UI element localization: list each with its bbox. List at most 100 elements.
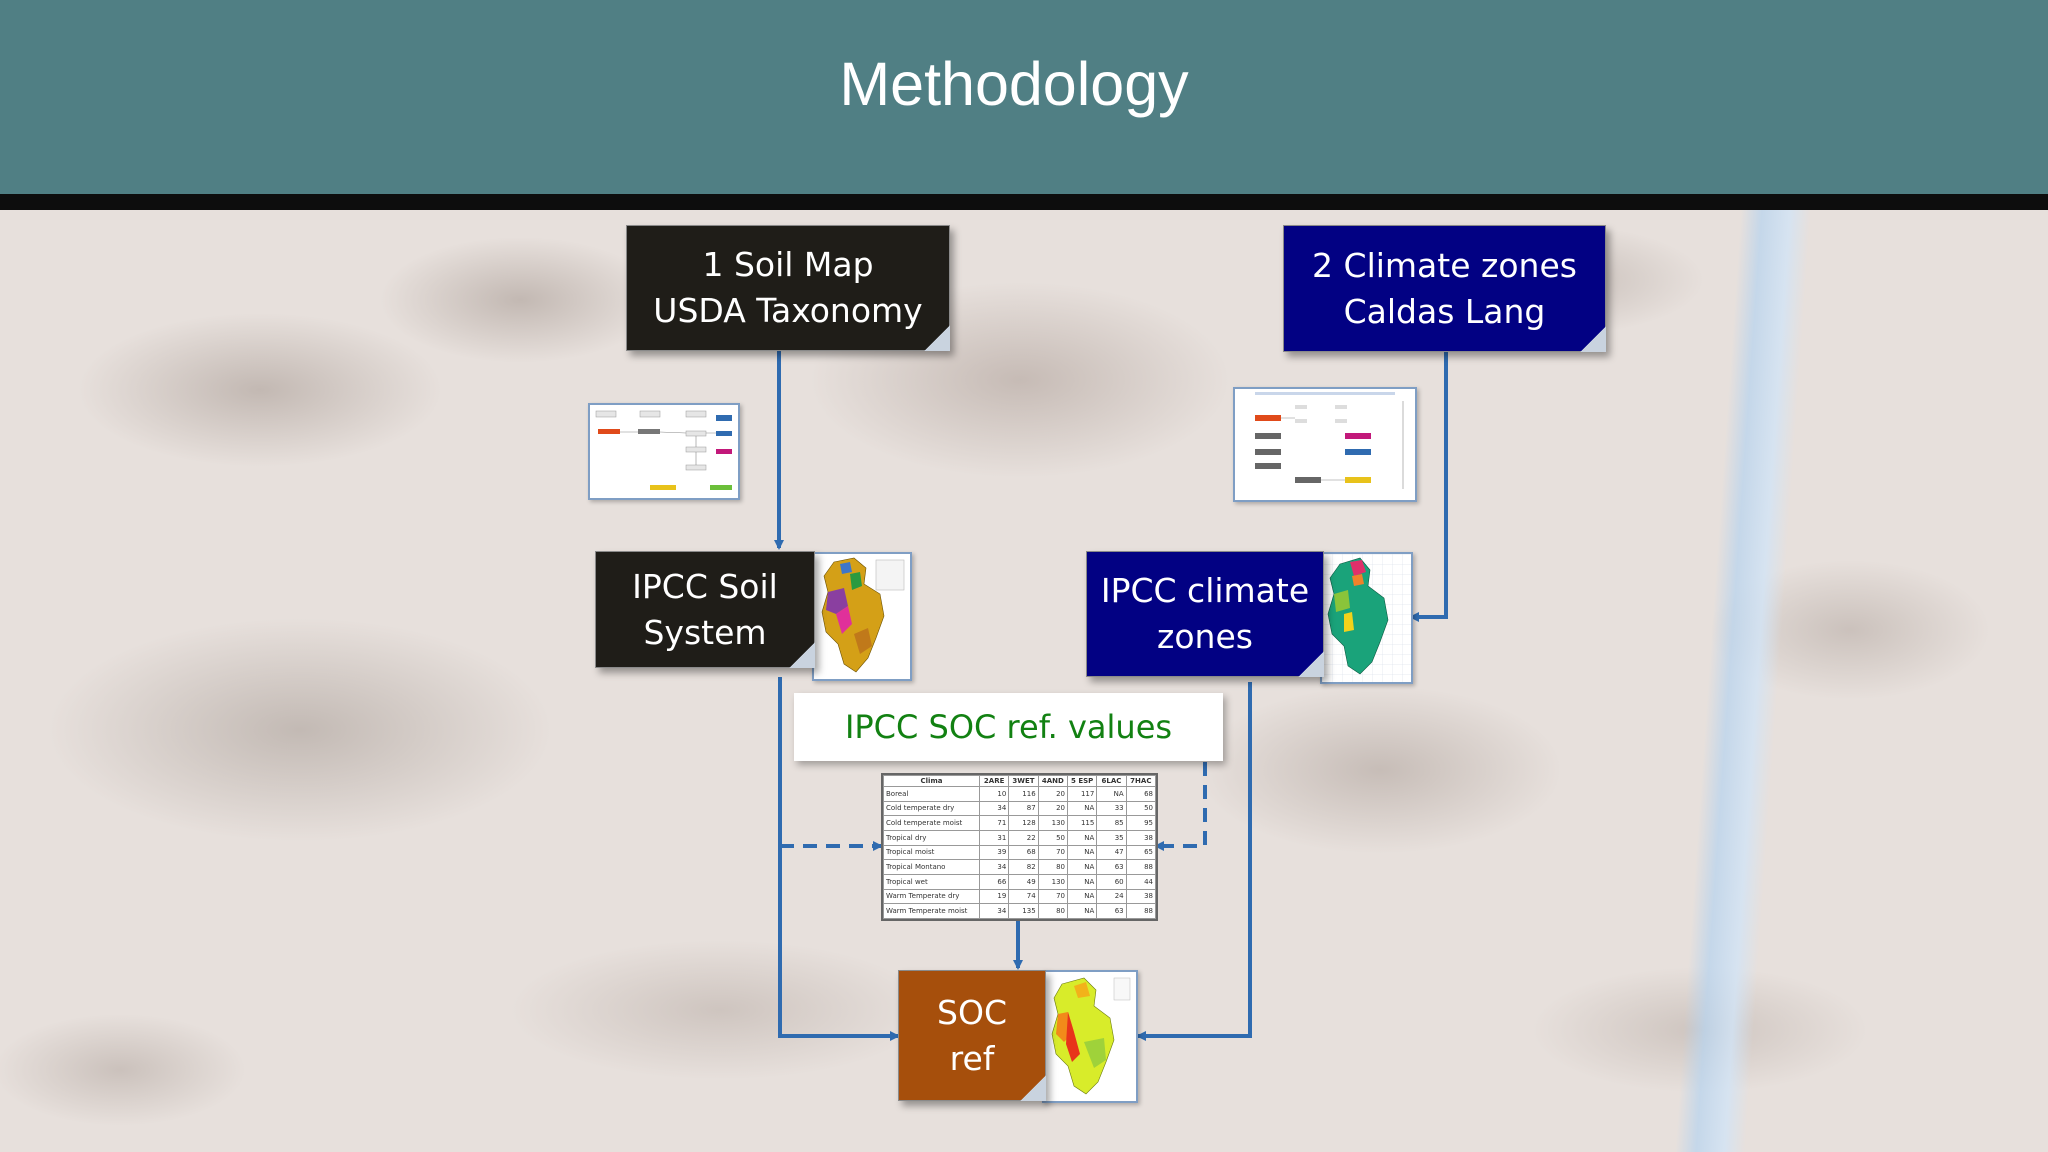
table-cell: 80 [1037, 903, 1068, 919]
arrow-ipcc-climate-to-table [1154, 762, 1207, 851]
mini-flowchart-icon [595, 410, 732, 490]
table-cell: 31 [978, 829, 1010, 846]
table-cell: 33 [1096, 800, 1127, 817]
colombia-climate-map-icon [1322, 554, 1411, 682]
table-cell: 35 [1096, 829, 1127, 846]
table-cell: 50 [1037, 829, 1068, 846]
table-cell: NA [1066, 859, 1098, 875]
table-cell: 63 [1096, 903, 1127, 919]
climate-zones-title: 2 Climate zones [1312, 245, 1577, 285]
table-cell: 19 [978, 888, 1010, 905]
table-cell: 66 [978, 873, 1010, 890]
header-divider [0, 194, 2048, 210]
soc-ref-title: SOC [937, 992, 1007, 1032]
table-cell: NA [1066, 829, 1098, 846]
table-cell: 117 [1066, 786, 1098, 802]
table-cell: 47 [1096, 844, 1127, 861]
table-header-cell: 6LAC [1096, 775, 1127, 787]
table-cell: 88 [1125, 859, 1157, 875]
table-row-label: Warm Temperate dry [883, 888, 980, 905]
climate-zones-subtitle: Caldas Lang [1343, 291, 1546, 331]
ipcc-soc-ref-values-node: IPCC SOC ref. values [794, 693, 1223, 761]
table-header-cell: 2ARE [978, 775, 1010, 787]
table-row-label: Cold temperate moist [883, 815, 980, 831]
page-fold-icon [1580, 326, 1606, 352]
arrow-ipcc-soil-to-soc-ref [778, 677, 900, 1041]
table-cell: 44 [1125, 873, 1157, 890]
arrow-climate-zones-to-ipcc-climate [1409, 350, 1448, 622]
table-header-cell: 3WET [1008, 775, 1039, 787]
page-fold-icon [924, 325, 950, 351]
table-cell: 24 [1096, 888, 1127, 905]
table-cell: 95 [1125, 815, 1157, 831]
table-header-cell: 4AND [1037, 775, 1068, 787]
colombia-soil-map-icon [821, 557, 905, 673]
page-fold-icon [1298, 651, 1324, 677]
soil-map-node: 1 Soil Map USDA Taxonomy [626, 225, 950, 351]
ipcc-soil-system-node: IPCC Soil System [595, 551, 815, 668]
table-cell: 34 [978, 800, 1010, 817]
table-header-cell: 7HAC [1125, 775, 1157, 787]
table-cell: 130 [1037, 873, 1068, 890]
table-cell: 50 [1125, 800, 1157, 817]
soc-ref-node: SOC ref [898, 970, 1046, 1101]
table-row-label: Boreal [883, 786, 980, 802]
table-cell: NA [1066, 800, 1098, 817]
ipcc-climate-title: IPCC climate [1100, 571, 1310, 610]
table-cell: 10 [978, 786, 1010, 802]
page-fold-icon [789, 642, 815, 668]
table-row-label: Tropical dry [883, 829, 980, 846]
arrow-ipcc-climate-to-soc-ref [1136, 682, 1252, 1041]
table-cell: 130 [1037, 815, 1068, 831]
table-cell: 34 [978, 859, 1010, 875]
table-cell: 65 [1125, 844, 1157, 861]
table-cell: 74 [1008, 888, 1039, 905]
table-cell: 68 [1125, 786, 1157, 802]
ipcc-climate-zones-node: IPCC climate zones [1086, 551, 1324, 677]
table-header-cell: Clima [883, 775, 980, 787]
colombia-soc-map-icon [1051, 977, 1131, 1095]
table-cell: 128 [1008, 815, 1039, 831]
table-cell: NA [1066, 844, 1098, 861]
table-cell: 63 [1096, 859, 1127, 875]
table-cell: 116 [1008, 786, 1039, 802]
table-row-label: Warm Temperate moist [883, 903, 980, 919]
slide-title: Methodology [839, 50, 1189, 118]
table-cell: NA [1066, 873, 1098, 890]
table-row-label: Tropical moist [883, 844, 980, 861]
table-cell: 39 [978, 844, 1010, 861]
table-cell: 68 [1008, 844, 1039, 861]
page-fold-icon [1020, 1075, 1046, 1101]
ipcc-soil-map-thumbnail [812, 552, 912, 681]
table-cell: 49 [1008, 873, 1039, 890]
table-cell: NA [1066, 903, 1098, 919]
table-cell: 88 [1125, 903, 1157, 919]
soil-flow-thumbnail [588, 403, 740, 500]
table-cell: 82 [1008, 859, 1039, 875]
table-header-cell: 5 ESP [1066, 775, 1098, 787]
table-cell: 22 [1008, 829, 1039, 846]
table-cell: 87 [1008, 800, 1039, 817]
table-cell: 135 [1008, 903, 1039, 919]
table-cell: 20 [1037, 786, 1068, 802]
table-row-label: Cold temperate dry [883, 800, 980, 817]
soc-ref-subtitle: ref [949, 1038, 995, 1078]
table-cell: 70 [1037, 844, 1068, 861]
soil-map-title: 1 Soil Map [702, 245, 874, 284]
ipcc-climate-subtitle: zones [1157, 617, 1253, 656]
soc-ref-map-thumbnail [1042, 970, 1138, 1103]
soil-map-subtitle: USDA Taxonomy [653, 291, 923, 330]
climate-zones-node: 2 Climate zones Caldas Lang [1283, 225, 1606, 352]
table-cell: 34 [978, 903, 1010, 919]
table-cell: 85 [1096, 815, 1127, 831]
